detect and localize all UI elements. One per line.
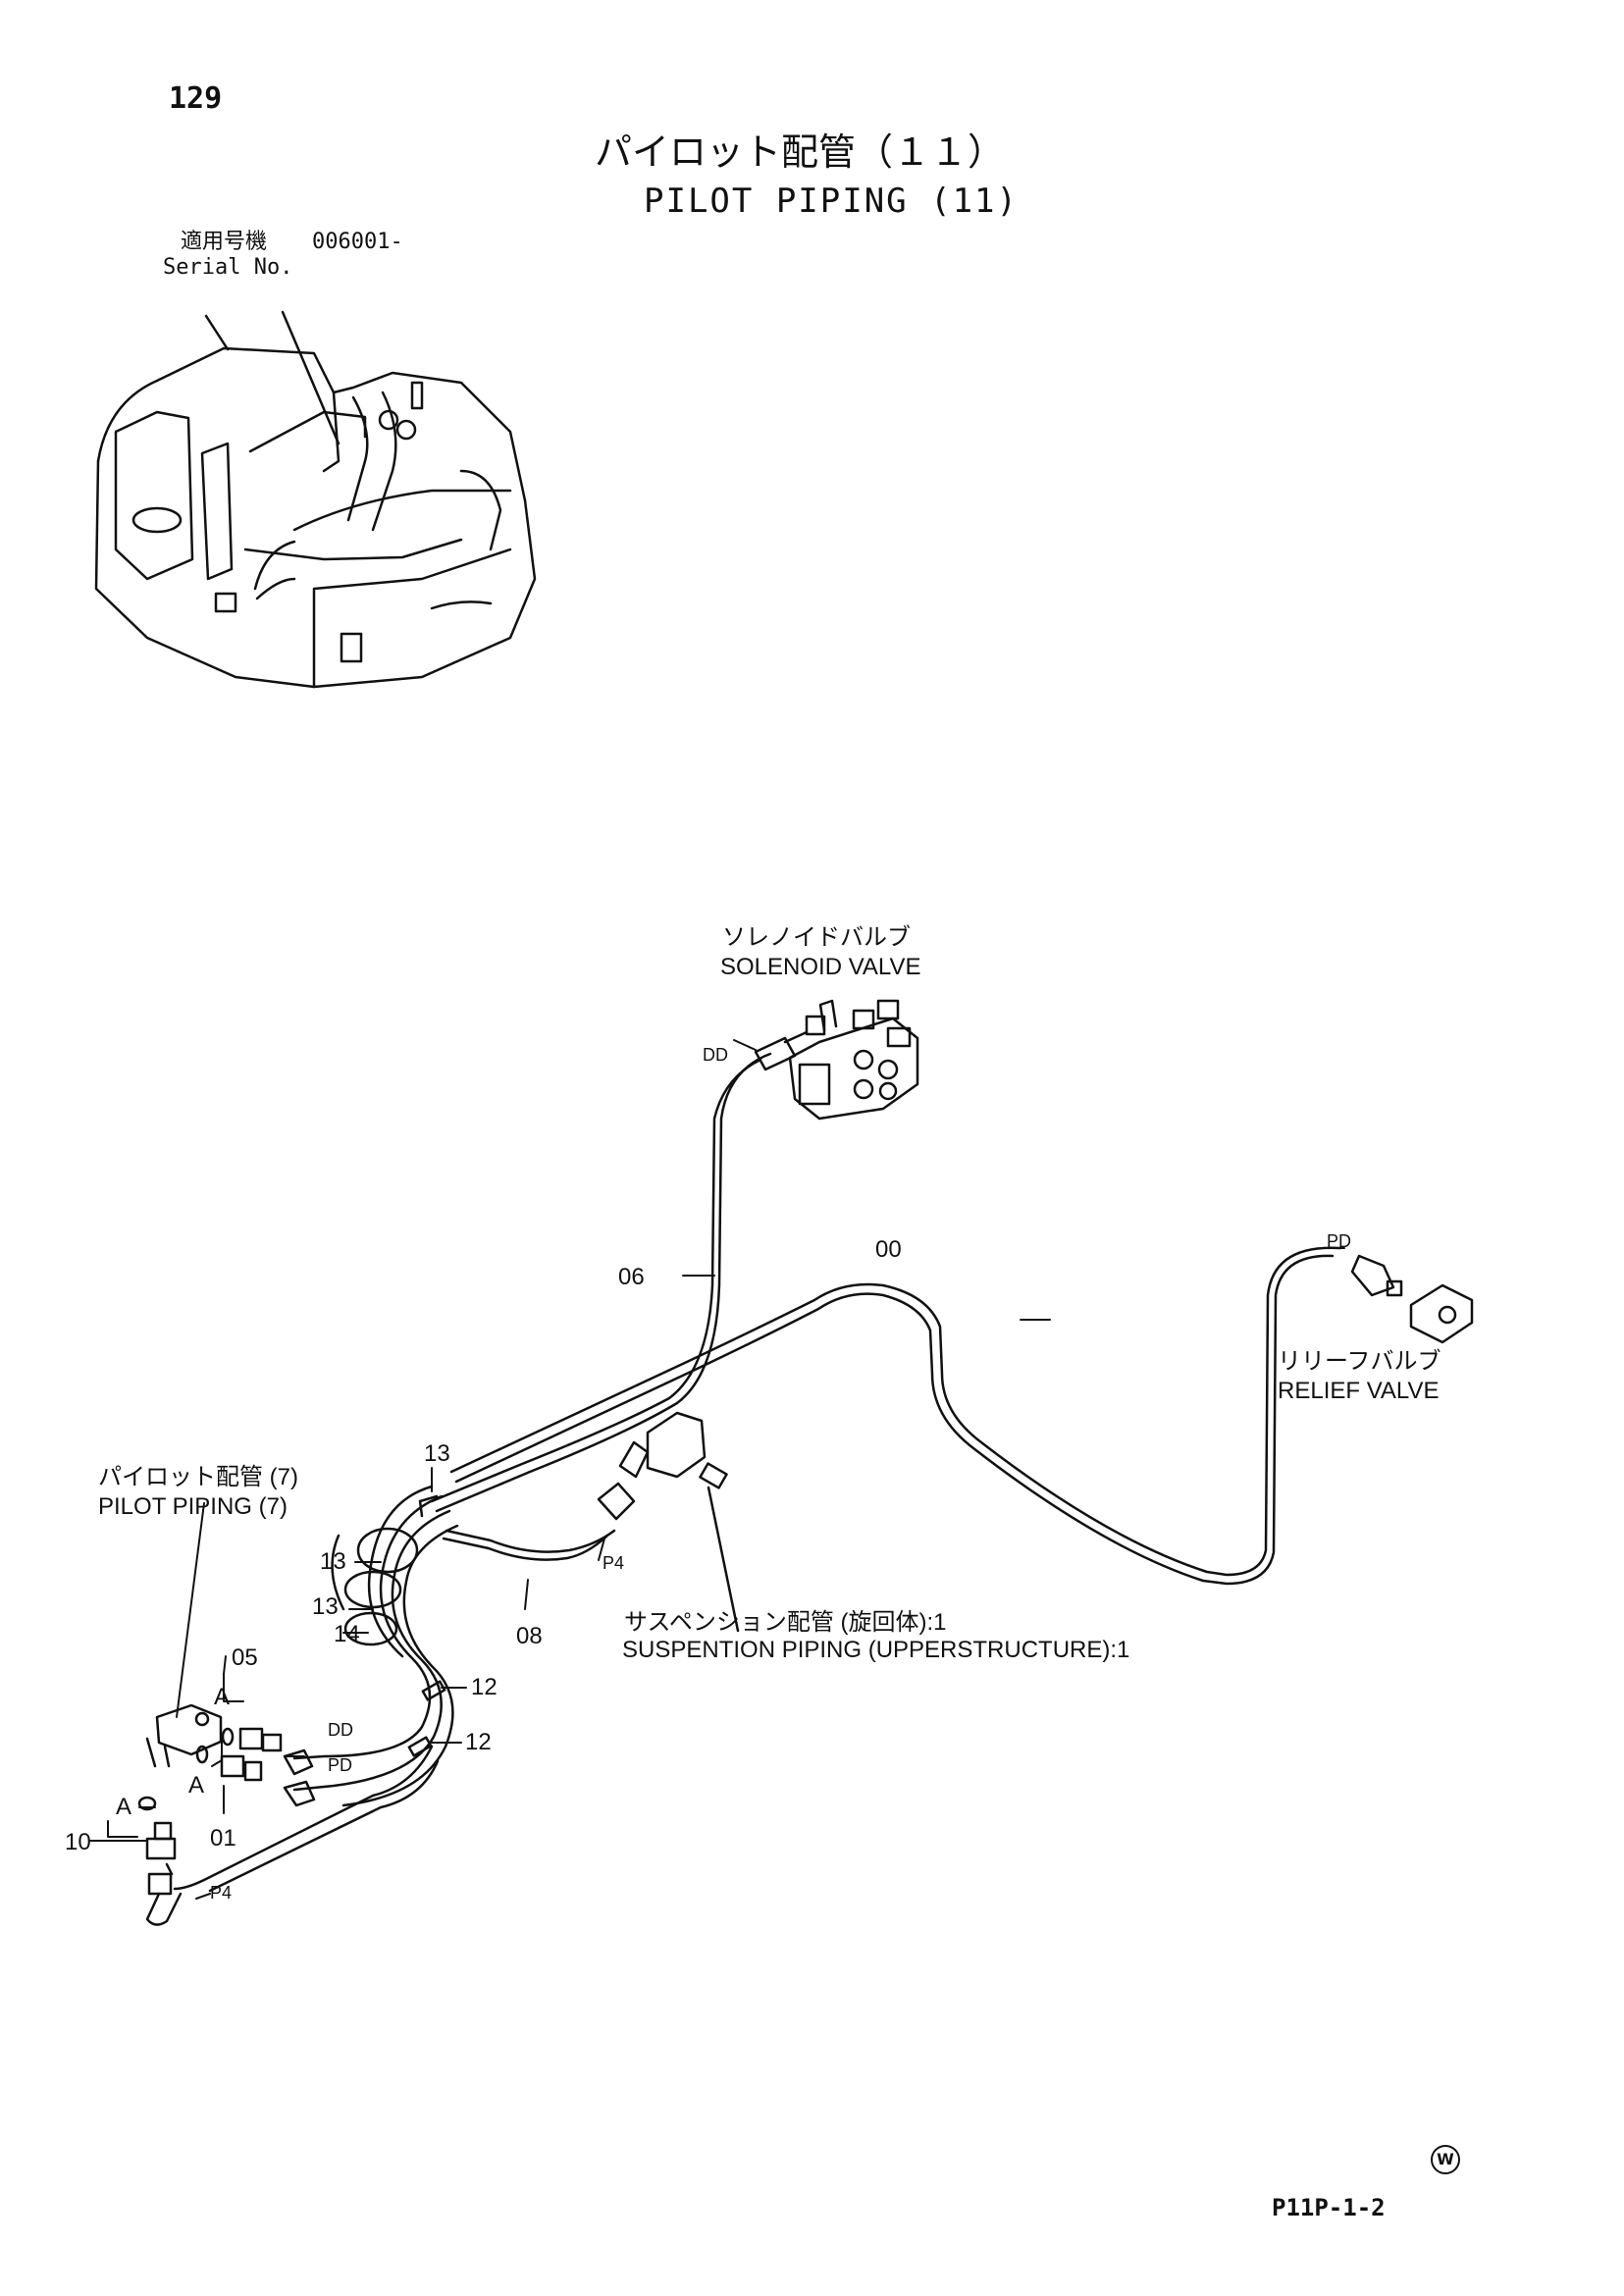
- pipe-06: [430, 1052, 772, 1513]
- solenoid-valve-label-jp: ソレノイドバルブ: [722, 924, 911, 951]
- pilot-piping-label-jp: パイロット配管 (7): [98, 1464, 298, 1490]
- drawing-code: P11P-1-2: [1272, 2194, 1386, 2221]
- port-label-dd-top: DD: [703, 1045, 728, 1065]
- excavator-overview-drawing: [94, 310, 537, 689]
- part-number-06: 06: [618, 1264, 645, 1290]
- suspension-piping-label-jp: サスペンション配管 (旋回体):1: [624, 1609, 947, 1636]
- part-number-13-top: 13: [424, 1440, 450, 1467]
- hose-p4-bottom: [173, 1745, 440, 1893]
- page-title-jp: パイロット配管（１１）: [595, 130, 1006, 174]
- part-number-13-mid: 13: [320, 1548, 346, 1575]
- relief-valve-label-jp: リリーフバルブ: [1278, 1348, 1441, 1375]
- view-marker-a-3: A: [116, 1794, 132, 1820]
- hose-bundle: [292, 1485, 459, 1807]
- suspension-piping-label-en: SUSPENTION PIPING (UPPERSTRUCTURE):1: [622, 1637, 1130, 1663]
- port-label-p4-bottom: P4: [210, 1883, 233, 1903]
- pipe-00: [449, 1246, 1342, 1586]
- part-number-05: 05: [232, 1644, 258, 1671]
- view-marker-a-2: A: [188, 1772, 205, 1799]
- serial-value: 006001-: [312, 230, 403, 254]
- solenoid-valve-label-en: SOLENOID VALVE: [720, 954, 921, 980]
- serial-label-jp: 適用号機: [181, 230, 268, 254]
- serial-label-en: Serial No.: [163, 255, 293, 280]
- port-label-pd-left: PD: [328, 1755, 353, 1775]
- suspension-fitting-drawing: [597, 1411, 740, 1633]
- port-label-dd-left: DD: [328, 1720, 353, 1740]
- watermark-w-symbol: W: [1431, 2145, 1460, 2174]
- part-number-13-low: 13: [312, 1593, 339, 1620]
- left-fittings-drawing: [137, 1703, 316, 1926]
- solenoid-valve-drawing: [754, 999, 919, 1121]
- part-number-14: 14: [334, 1621, 360, 1647]
- page-title-en: PILOT PIPING (11): [644, 182, 1019, 221]
- part-number-12-upper: 12: [471, 1674, 498, 1700]
- page-number: 129: [169, 81, 223, 116]
- pipe-08: [442, 1529, 616, 1561]
- port-label-pd-top: PD: [1327, 1231, 1352, 1251]
- part-number-12-lower: 12: [465, 1729, 492, 1755]
- view-marker-a-1: A: [214, 1684, 231, 1710]
- port-label-p4-mid: P4: [602, 1553, 625, 1573]
- part-number-10: 10: [65, 1829, 91, 1855]
- pilot-piping-label-en: PILOT PIPING (7): [98, 1493, 288, 1520]
- part-number-00: 00: [875, 1236, 902, 1263]
- relief-valve-label-en: RELIEF VALVE: [1278, 1378, 1440, 1404]
- leader-lines: [89, 1039, 1345, 1900]
- part-number-01: 01: [210, 1825, 236, 1852]
- relief-valve-drawing: [1350, 1254, 1474, 1344]
- part-number-08: 08: [516, 1623, 543, 1649]
